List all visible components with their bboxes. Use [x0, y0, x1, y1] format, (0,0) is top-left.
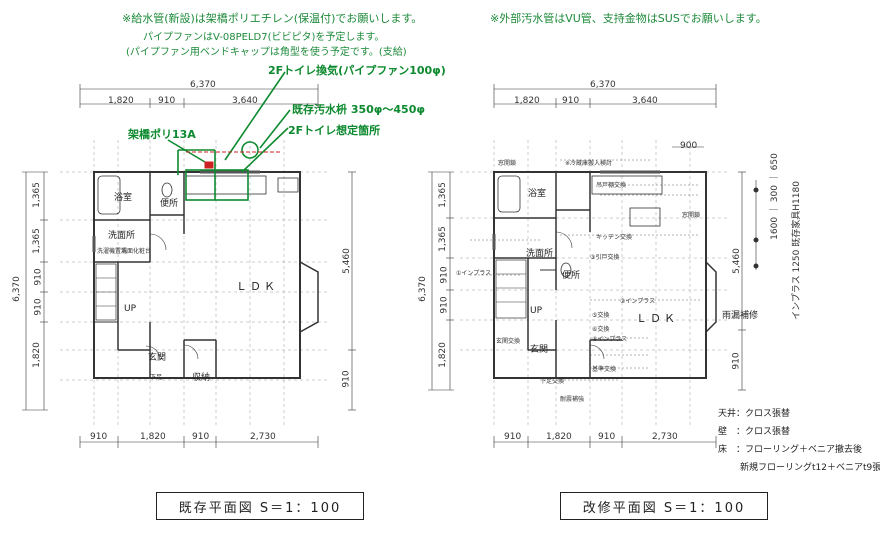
right-top-dim-3: 3,640 — [632, 96, 658, 106]
left-bottom-dim-4: 2,730 — [250, 432, 276, 442]
right-left-dim-2: 1,365 — [437, 226, 448, 252]
left-top-dim-2: 910 — [158, 96, 176, 106]
right-dim-900: 900 — [680, 141, 698, 151]
left-room-washroom: 洗面所 — [108, 231, 136, 241]
left-top-dim-1: 1,820 — [108, 96, 134, 106]
left-left-dim-1: 1,365 — [31, 182, 42, 208]
finish-wall: 壁 ：クロス張替 — [718, 427, 791, 437]
right-label-14: 基準交換 — [592, 366, 617, 373]
right-top-dim-1: 1,820 — [514, 96, 540, 106]
left-left-dim-4: 910 — [33, 298, 44, 316]
right-label-10: ⑥交換 — [592, 326, 610, 333]
left-room-storage: 収納 — [192, 373, 211, 383]
left-left-dim-5: 1,820 — [31, 342, 42, 368]
annotation-toilet-location: 2Fトイレ想定箇所 — [288, 124, 381, 137]
right-left-dim-1: 1,365 — [437, 182, 448, 208]
left-room-ldk: ＬＤＫ — [236, 280, 278, 293]
left-top-dim-3: 3,640 — [232, 96, 258, 106]
right-room-closet-note: 雨漏補修 — [722, 311, 759, 321]
right-label-8: ④インプラス — [592, 336, 628, 343]
right-plan-title-text: 改修平面図 S＝1：100 — [582, 500, 746, 516]
right-right-dim-1: 5,460 — [731, 248, 742, 274]
left-bottom-dim-3: 910 — [192, 432, 210, 442]
left-left-dim-2: 1,365 — [31, 228, 42, 254]
left-plan-title-text: 既存平面図 S＝1：100 — [178, 500, 342, 516]
note-bend-cap: (パイプファン用ベンドキャップは角型を使う予定です。(支給) — [126, 47, 407, 58]
right-plan — [428, 84, 759, 448]
right-bottom-dim-2: 1,820 — [546, 432, 572, 442]
right-room-ldk: ＬＤＫ — [636, 312, 678, 325]
right-room-bath: 浴室 — [528, 189, 547, 199]
right-bottom-dim-1: 910 — [504, 432, 522, 442]
left-plan — [22, 84, 356, 448]
note-drain-pipe: ※外部汚水管はVU管、支持金物はSUSでお願いします。 — [490, 12, 767, 25]
left-room-bath: 浴室 — [114, 193, 133, 203]
right-label-1: ※冷蔵庫搬入検討 — [565, 160, 613, 167]
right-label-4: 窓開鎖 — [682, 212, 701, 219]
right-side-dims: 1600 ｜ 300 ｜ 650 — [769, 153, 780, 240]
annotation-toilet-fan: 2Fトイレ換気(パイプファン100φ) — [268, 64, 446, 77]
left-left-total: 6,370 — [11, 276, 22, 302]
left-room-washer: 洗濯機置場 — [97, 248, 128, 255]
right-left-dim-5: 1,820 — [437, 342, 448, 368]
note-water-pipe: ※給水管(新設)は架橋ポリエチレン(保温付)でお願いします。 — [122, 12, 423, 25]
finish-floor-2: 新規フローリングt12＋ベニアt9張 — [740, 463, 880, 473]
right-left-dim-4: 910 — [439, 296, 450, 314]
left-room-toilet: 便所 — [160, 199, 179, 209]
left-plan-red — [186, 151, 280, 169]
right-label-3: キッチン交換 — [596, 234, 633, 241]
right-top-dim-2: 910 — [562, 96, 580, 106]
right-top-total: 6,370 — [590, 80, 616, 90]
left-top-total: 6,370 — [190, 80, 216, 90]
left-room-vanity: 洗面化粧台 — [121, 248, 152, 255]
right-bottom-dim-4: 2,730 — [652, 432, 678, 442]
right-label-5: ①インプラス — [456, 270, 492, 277]
left-bottom-dim-2: 1,820 — [140, 432, 166, 442]
right-label-9: ⑤交換 — [592, 312, 610, 319]
right-left-dim-3: 910 — [439, 266, 450, 284]
right-right-dim-2: 910 — [731, 352, 742, 370]
left-room-shoe: 下足 — [150, 374, 163, 381]
right-bottom-dim-3: 910 — [598, 432, 616, 442]
right-label-2: 吊戸棚交換 — [596, 182, 627, 189]
left-right-dim-2: 910 — [341, 370, 352, 388]
right-label-0: 窓開鎖 — [498, 160, 517, 167]
left-room-up: UP — [124, 304, 137, 314]
right-room-entrance: 玄関 — [530, 345, 549, 355]
left-plan-title: 既存平面図 S＝1：100 — [156, 492, 364, 520]
right-plan-title: 改修平面図 S＝1：100 — [560, 492, 768, 520]
right-inner-note: インプラス 1250 既存家具H1180 — [791, 181, 802, 320]
finish-ceiling: 天井：クロス張替 — [718, 409, 791, 419]
annotation-pipe-13a: 架橋ポリ13A — [128, 128, 196, 141]
left-plan-markup — [167, 71, 291, 201]
right-label-6: ②インプラス — [620, 298, 656, 305]
left-bottom-dim-1: 910 — [90, 432, 108, 442]
note-pipe-fan: パイプファンはV-08PELD7(ビビピタ)を予定します。 — [143, 32, 385, 43]
right-room-washroom: 洗面所 — [526, 249, 554, 259]
right-label-13: 耐震補強 — [560, 396, 585, 403]
finish-floor: 床 ：フローリング＋ベニア撤去後 — [718, 445, 863, 455]
annotation-drain-pipe: 既存汚水枡 350φ～450φ — [292, 103, 425, 116]
right-room-up: UP — [530, 306, 543, 316]
left-left-dim-3: 910 — [33, 268, 44, 286]
right-room-toilet: 便所 — [562, 271, 581, 281]
right-label-7: ③引戸交換 — [590, 254, 620, 261]
left-room-entrance: 玄関 — [148, 353, 167, 363]
right-label-12: 下足交換 — [540, 378, 565, 385]
right-left-total: 6,370 — [417, 276, 428, 302]
right-label-11: 玄関交換 — [496, 338, 521, 345]
left-right-dim-1: 5,460 — [341, 248, 352, 274]
